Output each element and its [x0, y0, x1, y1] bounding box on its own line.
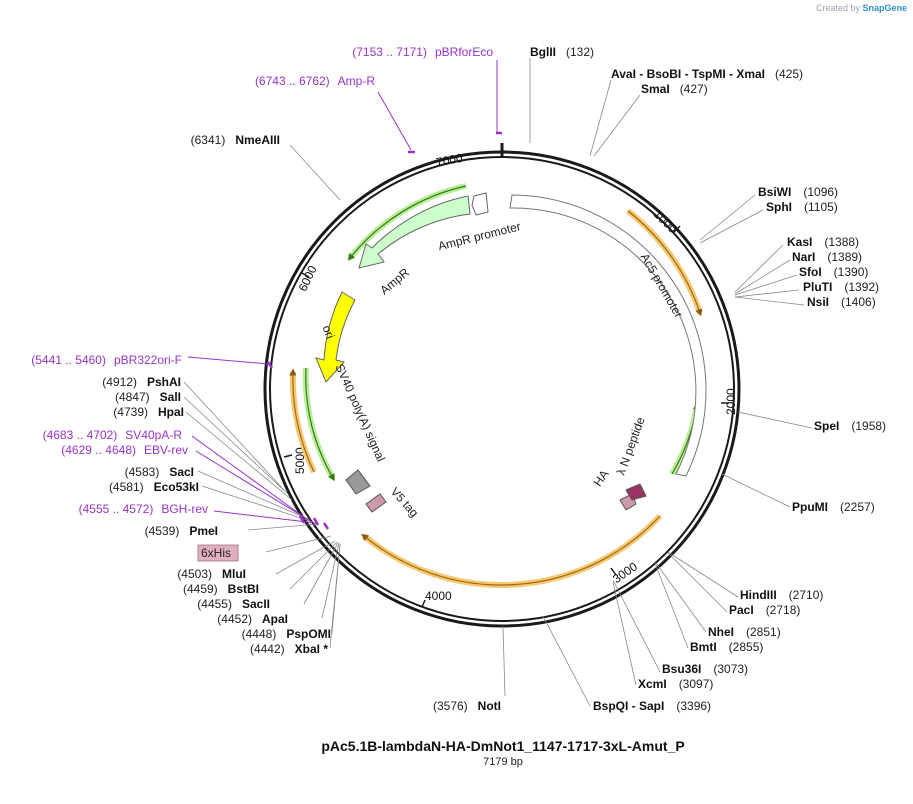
feature-label-ha: HA	[591, 467, 612, 489]
plasmid-length: 7179 bp	[483, 756, 523, 768]
enzyme-label: KasI(1388)	[787, 235, 859, 249]
primer-label: (4629 .. 4648)EBV-rev	[61, 443, 188, 457]
enzyme-label: (4539)PmeI	[145, 524, 218, 538]
enzyme-label: SphI(1105)	[766, 200, 838, 214]
enzyme-label: PacI(2718)	[729, 603, 800, 617]
enzyme-label: (4847)SalI	[115, 390, 181, 404]
primer-label: (4683 .. 4702)SV40pA-R	[43, 428, 183, 442]
primer-labels: (7153 .. 7171)pBRforEco (6743 .. 6762)Am…	[31, 45, 493, 516]
enzyme-label: HindIII(2710)	[740, 588, 823, 602]
enzyme-label: (4739)HpaI	[113, 405, 184, 419]
snapgene-credit: Created by SnapGene	[816, 3, 907, 13]
enzyme-label: (4448)PspOMI	[242, 627, 331, 641]
feature-label-ori: ori	[320, 323, 338, 340]
enzyme-label: (4581)Eco53kI	[109, 480, 199, 494]
enzyme-label: BglII(132)	[530, 45, 594, 59]
enzyme-label: (4503)MluI	[177, 567, 246, 581]
enzyme-label: SmaI(427)	[641, 82, 708, 96]
enzyme-label: PluTI(1392)	[803, 280, 879, 294]
enzyme-labels-left: (3576)NotI (4442)XbaI * (4448)PspOMI (44…	[102, 133, 501, 713]
primer-label: (6743 .. 6762)Amp-R	[255, 74, 375, 88]
feature-label-ampr: AmpR	[377, 265, 412, 297]
plasmid-name: pAc5.1B-lambdaN-HA-DmNot1_1147-1717-3xL-…	[321, 738, 684, 754]
primer-leaders	[187, 60, 502, 530]
snapgene-brand: SnapGene	[862, 3, 907, 13]
feature-label-sv40: SV40 poly(A) signal	[332, 362, 388, 464]
enzyme-label: Bsu36I(3073)	[662, 662, 748, 676]
enzyme-label: (4912)PshAI	[102, 375, 181, 389]
enzyme-label: SfoI(1390)	[799, 265, 868, 279]
feature-lambda-n	[625, 483, 647, 501]
leader-lines	[183, 58, 813, 707]
enzyme-label: (4442)XbaI *	[250, 642, 328, 656]
feature-ori	[315, 291, 356, 383]
feature-ampr-promoter	[471, 192, 489, 216]
enzyme-label: (3576)NotI	[433, 699, 501, 713]
feature-6xhis-box: 6xHis	[197, 544, 239, 562]
tick-label: 4000	[425, 589, 452, 603]
enzyme-label: (6341)NmeAIII	[191, 133, 280, 147]
enzyme-label: NarI(1389)	[792, 250, 862, 264]
primer-label: (4555 .. 4572)BGH-rev	[79, 502, 208, 516]
feature-label-ac5: Ac5 promoter	[638, 251, 686, 320]
enzyme-label: BspQI - SapI(3396)	[593, 699, 711, 713]
tick-labels: 1000 2000 3000 4000 5000 6000 7000	[293, 151, 738, 603]
map-title-group: pAc5.1B-lambdaN-HA-DmNot1_1147-1717-3xL-…	[321, 738, 684, 768]
feature-label-v5: V5 tag	[388, 485, 422, 520]
tick-label: 2000	[724, 388, 738, 415]
enzyme-label: SpeI(1958)	[814, 419, 886, 433]
tick-label: 7000	[435, 151, 464, 169]
feature-label-lambda-n: λ N peptide	[614, 415, 648, 477]
enzyme-labels: BglII(132) AvaI - BsoBI - TspMI - XmaI(4…	[530, 45, 886, 713]
feature-v5-tag	[365, 493, 387, 513]
enzyme-label: NsiI(1406)	[807, 295, 876, 309]
feature-ac5-promoter	[509, 194, 707, 477]
orf-arcs	[289, 208, 703, 588]
feature-sv40-polya	[345, 469, 371, 495]
primer-label: (7153 .. 7171)pBRforEco	[352, 45, 493, 59]
tick-marks	[283, 143, 729, 608]
primer-label: (5441 .. 5460)pBR322ori-F	[31, 353, 182, 367]
enzyme-label: XcmI(3097)	[638, 677, 713, 691]
feature-label-ampr-promoter: AmpR promoter	[437, 219, 523, 253]
enzyme-label: BmtI(2855)	[690, 640, 763, 654]
credit-prefix: Created by	[815, 3, 860, 13]
feature-ampr	[358, 195, 471, 269]
enzyme-label: BsiWI(1096)	[758, 185, 838, 199]
enzyme-label: AvaI - BsoBI - TspMI - XmaI(425)	[611, 67, 803, 81]
enzyme-label: PpuMI(2257)	[792, 500, 875, 514]
enzyme-label: (4583)SacI	[125, 465, 194, 479]
enzyme-label: (4452)ApaI	[217, 612, 288, 626]
feature-label-6xhis: 6xHis	[201, 546, 231, 560]
enzyme-label: (4455)SacII	[197, 597, 270, 611]
enzyme-label: (4459)BstBI	[183, 582, 259, 596]
enzyme-label: NheI(2851)	[708, 625, 781, 639]
tick-label: 3000	[610, 559, 640, 586]
